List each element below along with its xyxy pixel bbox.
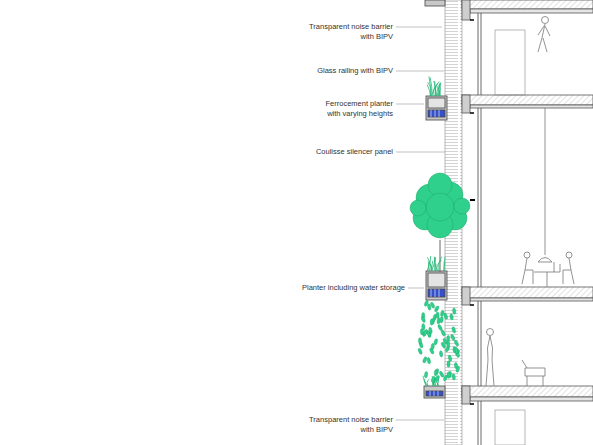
figures <box>486 17 574 387</box>
hanging-leaf <box>452 374 456 381</box>
hanging-leaf <box>431 318 436 325</box>
hanging-leaf <box>439 351 443 358</box>
hanging-leaf <box>440 316 444 323</box>
grass-blade <box>437 83 440 96</box>
hanging-leaf <box>450 334 456 341</box>
planting <box>417 76 460 386</box>
leader-lines <box>396 27 445 420</box>
grass-blade <box>434 83 438 96</box>
grass-blade <box>444 257 445 271</box>
hanging-leaf <box>436 312 439 318</box>
hanging-leaf <box>429 347 435 354</box>
hanging-leaf <box>427 304 431 311</box>
grass-blade <box>427 257 430 271</box>
hanging-leaf <box>422 356 427 363</box>
hanging-leaf <box>424 371 428 378</box>
hanging-leaf <box>424 300 429 307</box>
hanging-leaf <box>449 313 453 320</box>
callout-label: Coulisse silencer panel <box>273 147 393 157</box>
hanging-leaf <box>447 361 450 367</box>
hanging-leaf <box>427 357 431 364</box>
hanging-leaf <box>455 366 460 373</box>
tree <box>410 173 470 272</box>
hanging-leaf <box>422 324 426 331</box>
hanging-leaf <box>454 340 460 347</box>
hanging-leaf <box>443 313 448 320</box>
hanging-leaf <box>451 326 456 333</box>
grass-blade <box>438 257 441 271</box>
hanging-leaf <box>418 338 421 345</box>
hanging-leaf <box>439 371 445 378</box>
hanging-leaf <box>442 338 448 345</box>
hanging-leaf <box>431 376 436 383</box>
hanging-leaf <box>440 329 446 336</box>
grass-blade <box>432 258 436 271</box>
hanging-leaf <box>417 348 423 355</box>
hanging-leaf <box>422 330 427 337</box>
callout-label: Transparent noise barrier with BIPV <box>301 415 393 435</box>
callout-label: Glass railing with BIPV <box>273 66 393 76</box>
floor-slabs <box>462 0 593 404</box>
callout-label: Planter including water storage <box>265 283 405 293</box>
hanging-leaf <box>454 347 458 354</box>
hanging-leaf <box>448 355 453 362</box>
grass-blade <box>434 257 435 271</box>
hanging-leaf <box>435 368 440 375</box>
hanging-leaf <box>440 310 445 317</box>
hanging-leaf <box>452 308 456 315</box>
callout-label: Ferrocement planter with varying heights <box>317 99 393 119</box>
hanging-leaf <box>428 327 432 334</box>
grass-blade <box>439 83 440 96</box>
grass-blade <box>427 85 430 96</box>
grass-blade <box>427 263 429 271</box>
grass-blade <box>427 379 429 386</box>
hanging-leaf <box>434 369 438 376</box>
glazing <box>470 13 525 445</box>
hanging-leaf <box>421 316 426 323</box>
hanging-leaf <box>430 319 433 325</box>
callout-label: Transparent noise barrier with BIPV <box>301 22 393 42</box>
